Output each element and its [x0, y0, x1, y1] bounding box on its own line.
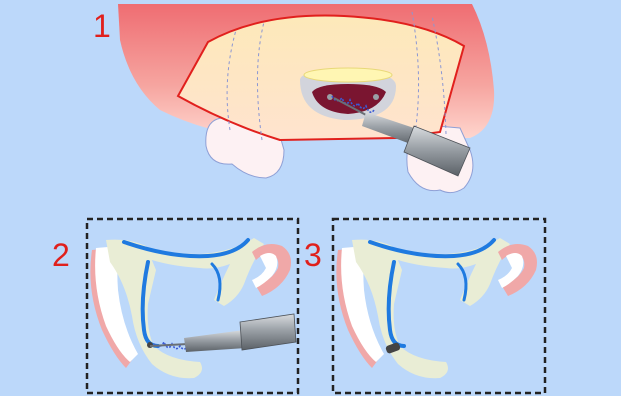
step-number-1: 1 — [93, 8, 111, 44]
step-number-3: 3 — [304, 237, 322, 273]
bone-lid — [304, 68, 392, 82]
screw-icon — [373, 94, 379, 100]
step-number-2: 2 — [52, 237, 70, 273]
